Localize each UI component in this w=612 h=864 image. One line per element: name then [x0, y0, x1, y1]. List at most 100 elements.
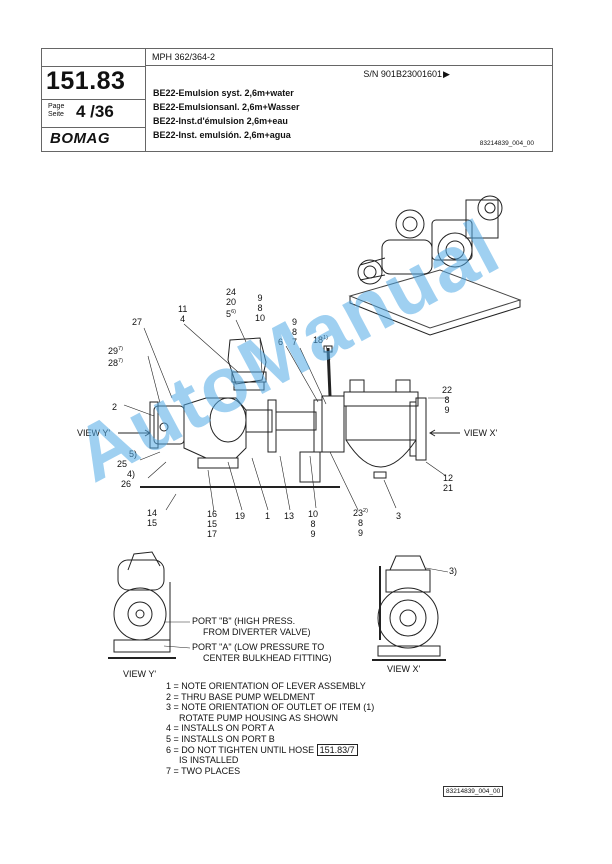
title-de: BE22-Emulsionsanl. 2,6m+Wasser: [153, 102, 300, 112]
callout-8: 8: [444, 395, 450, 405]
callout-29: 297): [108, 346, 123, 356]
group-number: 151.83: [46, 67, 126, 95]
callout-3: 3: [396, 511, 402, 521]
callout-8: 8: [257, 303, 263, 313]
view-y-side-label: VIEW Y': [77, 428, 111, 438]
view-x-side-label: VIEW X': [464, 428, 498, 438]
callout-13: 13: [284, 511, 295, 521]
header-divider: [42, 66, 145, 67]
callout-10: 10: [308, 509, 319, 519]
title-es: BE22-Inst. emulsión. 2,6m+agua: [153, 130, 291, 140]
callout-group-9-8-10: 9 8 10: [255, 293, 265, 323]
page-label-de: Seite: [48, 111, 64, 118]
callout-21: 21: [443, 483, 454, 493]
view-x-drawing: [372, 555, 449, 661]
callout-20: 20: [226, 297, 237, 307]
callout-group-14-15: 14 15: [147, 508, 157, 528]
callout-7: 7: [292, 337, 298, 347]
callout-group-9-8-7: 9 8 7: [292, 317, 297, 347]
callout-group-16-15-17: 16 15 17: [207, 509, 217, 539]
header-divider: [145, 65, 553, 66]
callout-group-12-21: 12 21: [443, 473, 453, 493]
page-ref-link[interactable]: 151.83/7: [316, 743, 358, 756]
callout-5-note: 5): [129, 449, 138, 459]
callout-3-note: 3): [449, 566, 458, 576]
header-divider: [145, 49, 146, 151]
callout-15: 15: [207, 519, 218, 529]
model-label: MPH 362/364-2: [152, 52, 216, 62]
page-number: 4 /36: [76, 102, 114, 121]
callout-8: 8: [310, 519, 316, 529]
callout-10: 10: [255, 313, 266, 323]
callout-group-25-26: 5) 25 4) 26: [117, 449, 137, 489]
callout-4: 4: [180, 314, 186, 324]
callout-8: 8: [292, 327, 298, 337]
callout-9: 9: [444, 405, 450, 415]
note-2: 2 = THRU BASE PUMP WELDMENT: [166, 691, 315, 702]
callout-9: 9: [292, 317, 298, 327]
isometric-assembly: [348, 195, 522, 336]
callout-15: 15: [147, 518, 158, 528]
callout-14: 14: [147, 508, 158, 518]
title-list: BE22-Emulsion syst. 2,6m+water BE22-Emul…: [153, 86, 299, 142]
callout-26: 26: [121, 479, 132, 489]
callout-2: 2: [112, 402, 118, 412]
callout-27: 27: [132, 317, 143, 327]
port-b-line1: PORT "B" (HIGH PRESS.: [192, 616, 296, 626]
doc-reference: 83214839_004_00: [479, 140, 534, 147]
callout-12: 12: [443, 473, 454, 483]
note-3: 3 = NOTE ORIENTATION OF OUTLET OF ITEM (…: [166, 702, 375, 713]
bomag-logo: BOMAG: [50, 130, 110, 147]
callout-4-note: 4): [127, 469, 136, 479]
callout-16: 16: [207, 509, 218, 519]
header-block: MPH 362/364-2 S/N 901B23001601 ▶ 151.83 …: [41, 48, 553, 152]
callout-5-note: 6): [231, 309, 236, 315]
callout-25: 25: [117, 459, 128, 469]
callout-28: 287): [108, 358, 123, 368]
callout-group-23-8-9: 232) 8 9: [353, 506, 368, 538]
port-a-line1: PORT "A" (LOW PRESSURE TO: [192, 642, 325, 652]
callout-11: 11: [178, 304, 188, 314]
callout-23: 232): [353, 508, 368, 518]
serial-arrow-icon: ▶: [443, 69, 450, 79]
port-b-line2: FROM DIVERTER VALVE): [203, 627, 311, 637]
callout-9: 9: [310, 529, 316, 539]
note-3-cont: ROTATE PUMP HOUSING AS SHOWN: [179, 712, 339, 723]
footer-reference: 83214839_004_00: [443, 786, 504, 797]
header-divider: [42, 127, 145, 128]
note-5: 5 = INSTALLS ON PORT B: [166, 733, 275, 744]
port-b-label: PORT "B" (HIGH PRESS. FROM DIVERTER VALV…: [192, 616, 311, 638]
note-7: 7 = TWO PLACES: [166, 765, 241, 776]
callout-group-top: 24 20 56): [226, 287, 236, 319]
callout-18: 181): [313, 335, 328, 345]
notes-list: 1 = NOTE ORIENTATION OF LEVER ASSEMBLY 2…: [166, 681, 374, 776]
port-a-label: PORT "A" (LOW PRESSURE TO CENTER BULKHEA…: [192, 642, 332, 664]
port-a-line2: CENTER BULKHEAD FITTING): [203, 653, 332, 663]
view-x-bottom-label: VIEW X': [387, 664, 421, 674]
page-label-en: Page: [48, 103, 65, 110]
callout-6: 6: [278, 337, 284, 347]
header-divider: [42, 99, 145, 100]
note-4: 4 = INSTALLS ON PORT A: [166, 723, 275, 734]
callout-19: 19: [235, 511, 246, 521]
callout-5: 56): [226, 309, 236, 319]
title-fr: BE22-Inst.d'émulsion 2,6m+eau: [153, 116, 288, 126]
callout-17: 17: [207, 529, 218, 539]
note-6: 6 = DO NOT TIGHTEN UNTIL HOSE 151.83/7: [166, 743, 374, 756]
serial-number: S/N 901B23001601: [363, 69, 442, 79]
pump-side-view: [118, 319, 460, 513]
title-en: BE22-Emulsion syst. 2,6m+water: [153, 88, 294, 98]
note-6-cont: IS INSTALLED: [179, 755, 239, 766]
callout-9: 9: [357, 528, 363, 538]
page-label: Page Seite: [48, 103, 64, 119]
view-y-drawing: [108, 551, 191, 659]
callout-22: 22: [442, 385, 453, 395]
callout-1: 1: [265, 511, 271, 521]
callout-8: 8: [357, 518, 363, 528]
callout-group-10-8-9: 10 8 9: [308, 509, 318, 539]
callout-group-29-28: 297) 287): [108, 344, 123, 368]
callout-24: 24: [226, 287, 237, 297]
callout-group-22-8-9: 22 8 9: [442, 385, 452, 415]
note-1: 1 = NOTE ORIENTATION OF LEVER ASSEMBLY: [166, 681, 366, 691]
